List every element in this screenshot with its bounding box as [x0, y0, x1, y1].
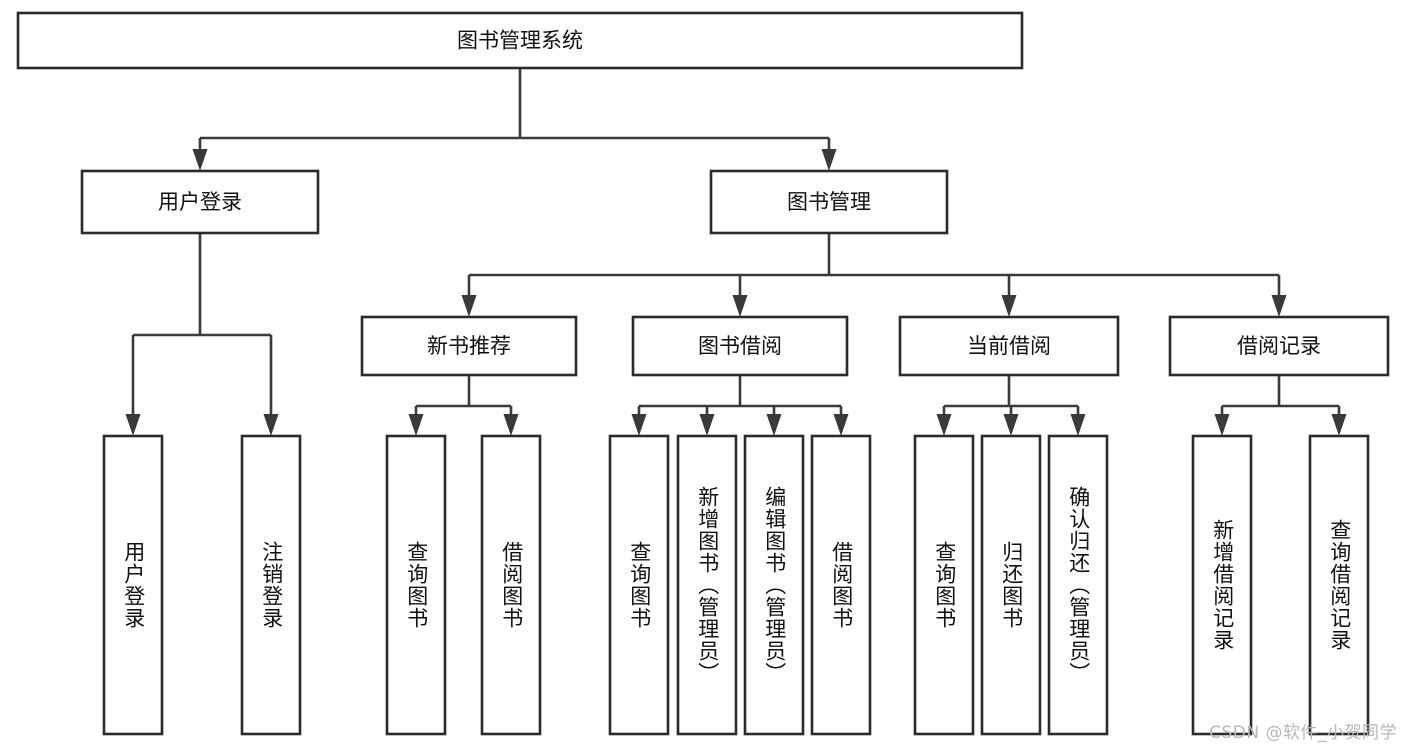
arrow-head-icon-mgmt-3: [1271, 295, 1287, 317]
node-box-leaf-11[interactable]: [1191, 434, 1253, 736]
arrow-head-icon-借阅记录-4-0: [1214, 414, 1230, 436]
arrow-head-icon-图书借阅-2-2: [766, 414, 782, 436]
node-box-leaf-12[interactable]: [1308, 434, 1370, 736]
arrow-head-icon-图书借阅-2-3: [833, 414, 849, 436]
boxes-layer: [16, 11, 1390, 736]
node-box-leaf-5[interactable]: [676, 434, 738, 736]
node-box-leaf-0[interactable]: [102, 434, 164, 736]
node-box-leaf-10[interactable]: [1047, 434, 1109, 736]
arrow-head-icon-图书借阅-2-1: [699, 414, 715, 436]
node-label-level3-3: 借阅记录: [1237, 334, 1321, 358]
node-box-level2-1[interactable]: [709, 169, 949, 235]
node-label-level3-0: 新书推荐: [427, 334, 511, 358]
watermark-text: CSDN @软件_小贺同学: [1209, 723, 1397, 743]
node-box-leaf-9[interactable]: [980, 434, 1042, 736]
arrow-head-icon-mgmt-2: [1001, 295, 1017, 317]
arrow-head-icon-新书推荐-1-1: [503, 414, 519, 436]
node-label-level3-1: 图书借阅: [698, 334, 782, 358]
node-box-leaf-6[interactable]: [743, 434, 805, 736]
arrow-head-icon-借阅记录-4-1: [1331, 414, 1347, 436]
node-box-leaf-7[interactable]: [810, 434, 872, 736]
node-box-level3-2[interactable]: [898, 315, 1120, 377]
node-box-leaf-3[interactable]: [480, 434, 542, 736]
arrow-head-icon-mgmt-1: [732, 295, 748, 317]
node-box-level3-3[interactable]: [1168, 315, 1390, 377]
node-box-leaf-2[interactable]: [385, 434, 447, 736]
arrow-head-icon-root-0: [192, 149, 208, 171]
arrow-head-icon-mgmt-0: [461, 295, 477, 317]
node-box-leaf-4[interactable]: [608, 434, 670, 736]
node-box-level2-0[interactable]: [80, 169, 320, 235]
node-box-leaf-1[interactable]: [240, 434, 302, 736]
arrow-head-icon-当前借阅-3-0: [936, 414, 952, 436]
node-box-level3-0[interactable]: [360, 315, 578, 377]
arrow-head-icon-当前借阅-3-2: [1070, 414, 1086, 436]
node-box-root[interactable]: [16, 11, 1024, 70]
arrow-head-icon-图书借阅-2-0: [631, 414, 647, 436]
node-label-level2-0: 用户登录: [158, 190, 242, 214]
arrow-head-icon-root-1: [821, 149, 837, 171]
node-box-leaf-8[interactable]: [913, 434, 975, 736]
node-label-level2-1: 图书管理: [787, 190, 871, 214]
arrow-head-icon-用户登录-0-1: [263, 414, 279, 436]
node-label-level3-2: 当前借阅: [967, 334, 1051, 358]
node-label-root: 图书管理系统: [457, 29, 583, 53]
arrow-head-icon-新书推荐-1-0: [408, 414, 424, 436]
node-box-level3-1[interactable]: [631, 315, 849, 377]
connectors-layer: [125, 68, 1347, 436]
arrow-head-icon-用户登录-0-0: [125, 414, 141, 436]
arrow-head-icon-当前借阅-3-1: [1003, 414, 1019, 436]
